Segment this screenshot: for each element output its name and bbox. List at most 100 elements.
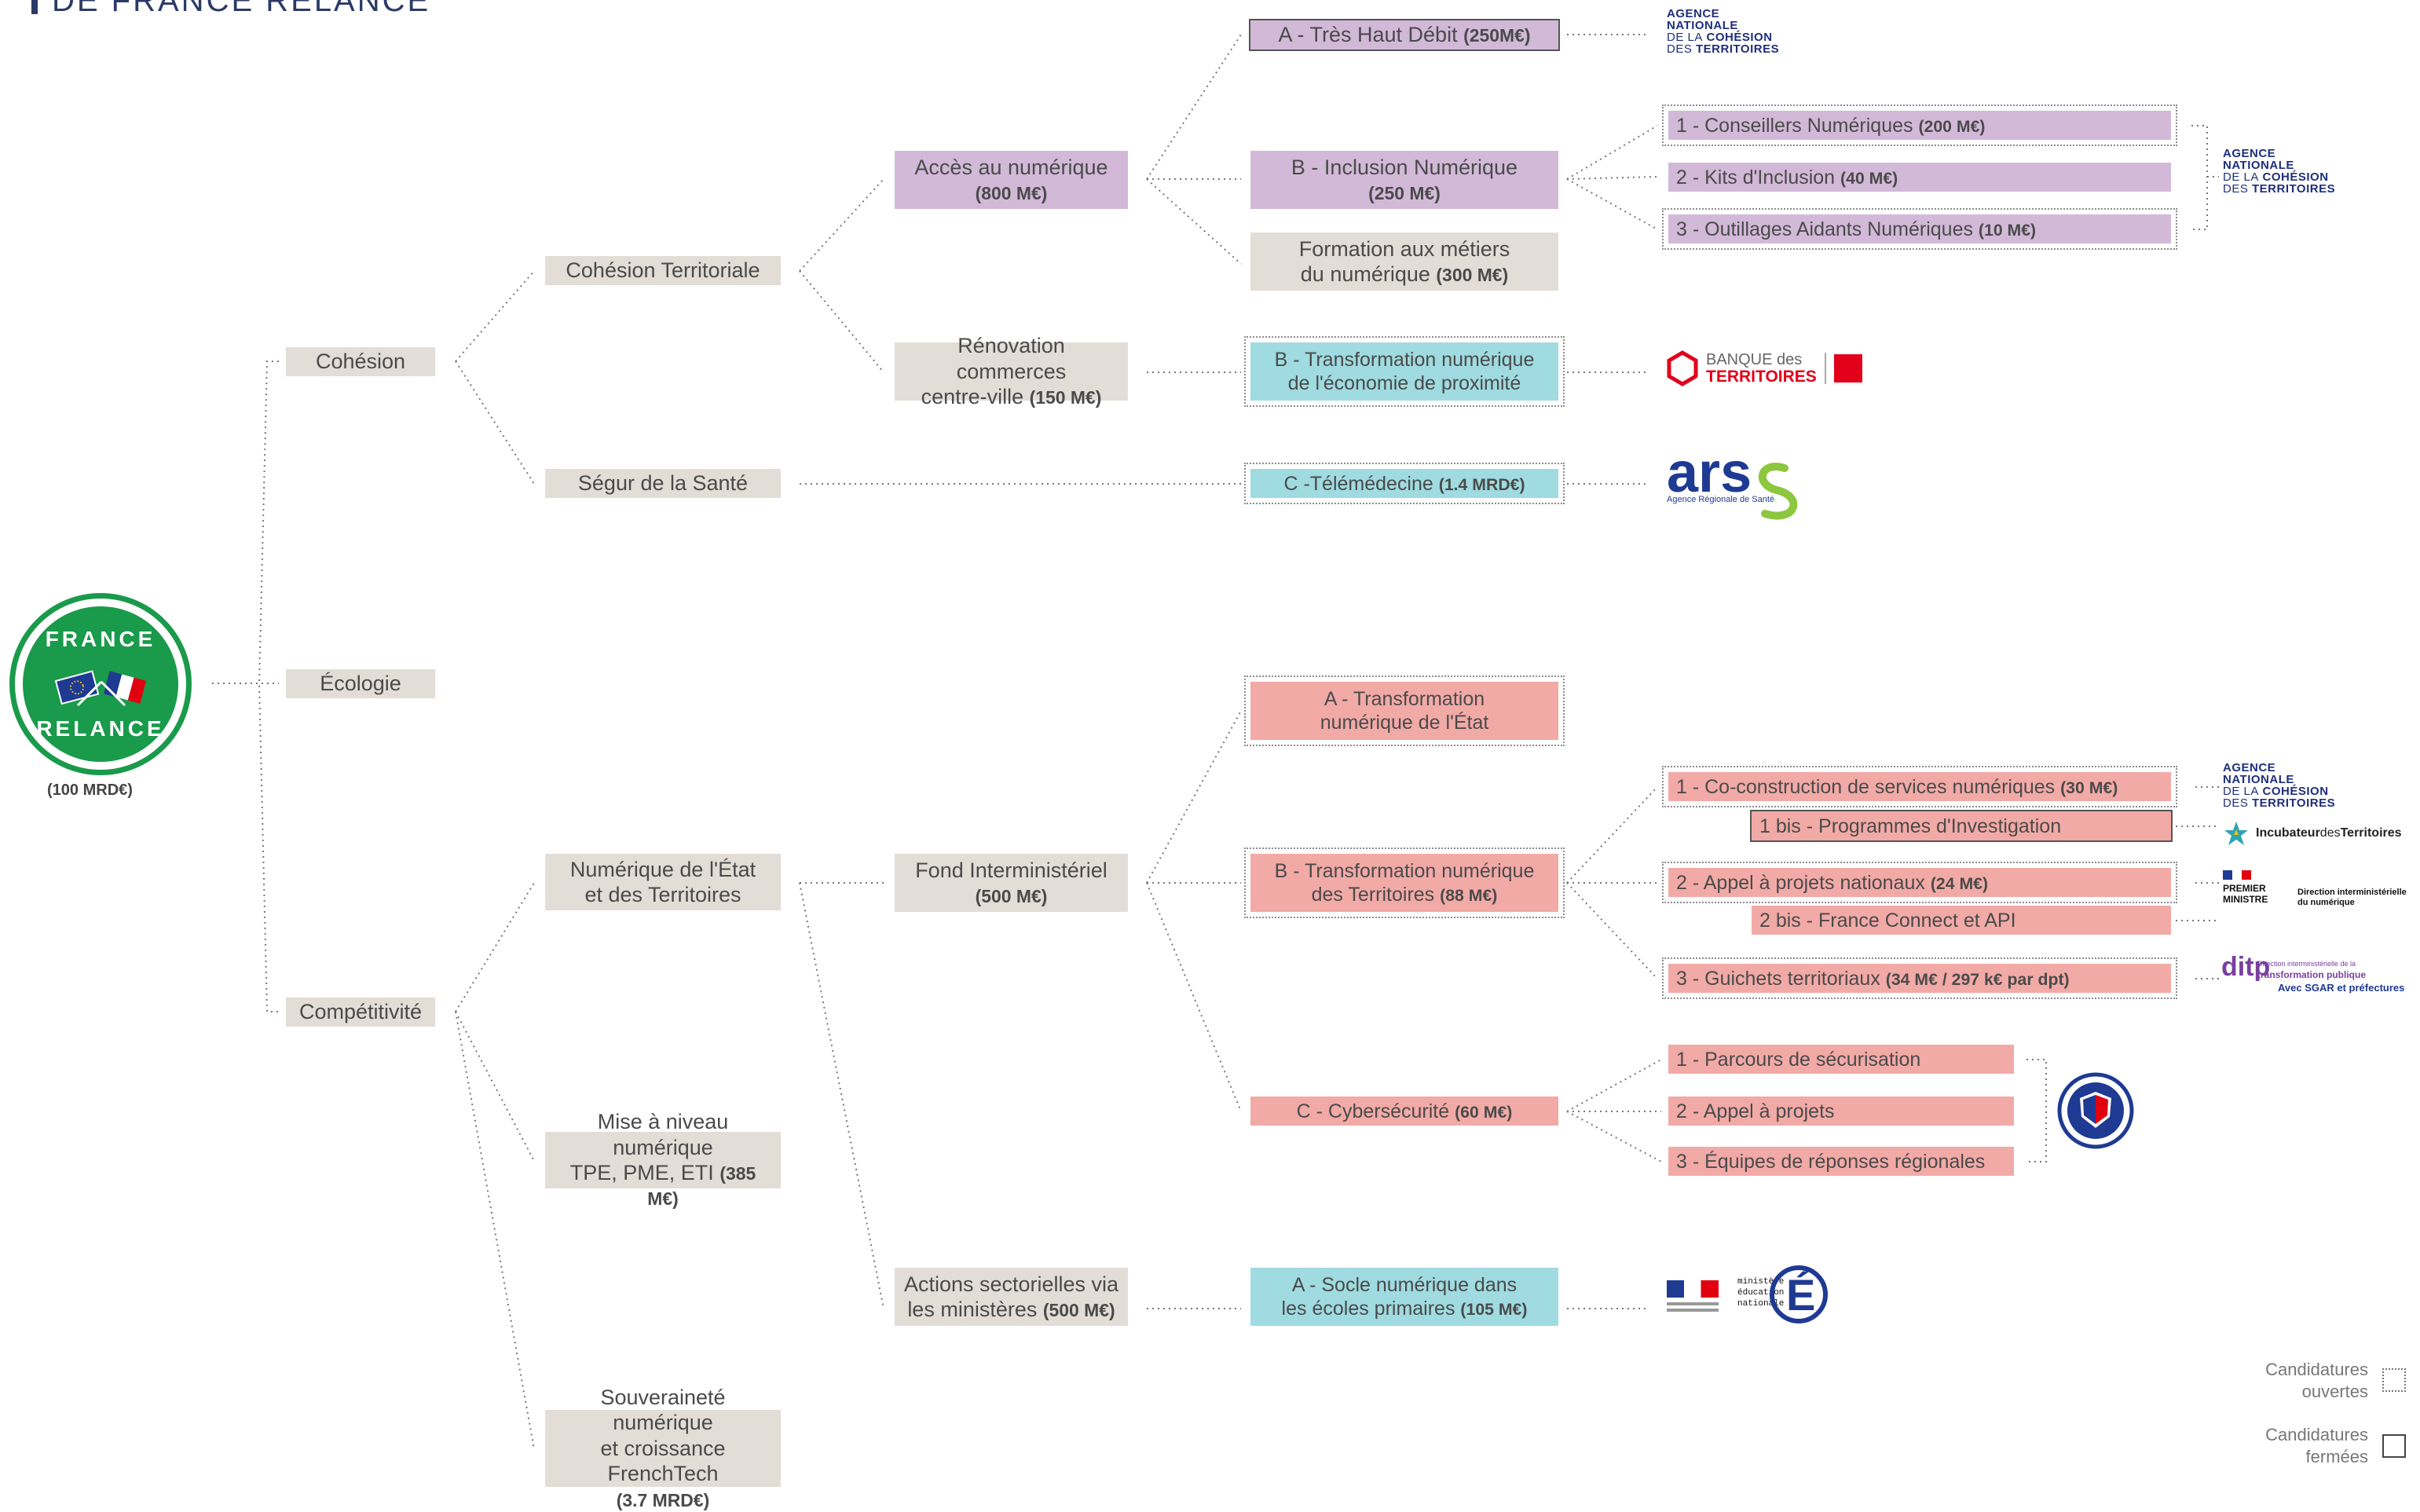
node-label: 1 - Conseillers Numériques (200 M€): [1676, 114, 1986, 137]
logo-word: DE LA: [2223, 785, 2259, 798]
logo-line: NATIONALE: [2223, 159, 2294, 172]
ditp-logo: ditp Direction interministérielle de la …: [2221, 952, 2414, 999]
label-line: Rénovation commerces: [956, 334, 1067, 383]
node-label: Ségur de la Santé: [577, 471, 749, 496]
star-icon: [2224, 822, 2248, 845]
node-cohesion-territoriale[interactable]: Cohésion Territoriale: [545, 256, 781, 285]
logo-line: AGENCE: [1667, 7, 1720, 20]
node-appel-projets-nationaux[interactable]: 2 - Appel à projets nationaux (24 M€): [1662, 862, 2177, 903]
logo-word: COHÉSION: [2262, 170, 2329, 184]
label-line: du numérique: [1300, 262, 1430, 286]
logo-line: NATIONALE: [1667, 19, 1738, 32]
node-label: Accès au numérique (800 M€): [914, 155, 1107, 206]
node-parcours-securisation[interactable]: 1 - Parcours de sécurisation: [1668, 1045, 2014, 1074]
legend-line: fermées: [2305, 1446, 2368, 1466]
label-line: A - Transformation: [1323, 688, 1485, 710]
svg-text:É: É: [1786, 1270, 1815, 1320]
node-france-connect[interactable]: 2 bis - France Connect et API: [1752, 906, 2171, 935]
marianne-block-icon: [1667, 1280, 1719, 1298]
logo-line: DE LA COHÉSION: [2223, 171, 2335, 183]
label-line: B - Inclusion Numérique: [1291, 155, 1518, 179]
node-coconstruction[interactable]: 1 - Co-construction de services numériqu…: [1662, 766, 2177, 807]
node-competitivite[interactable]: Compétitivité: [286, 998, 435, 1027]
page-title: DE FRANCE RELANCE: [31, 0, 430, 16]
node-equipes-reponses[interactable]: 3 - Équipes de réponses régionales: [1668, 1147, 2014, 1176]
node-acces-numerique[interactable]: Accès au numérique (800 M€): [895, 151, 1128, 209]
label-line: Accès au numérique: [914, 155, 1108, 179]
logo-line: Avec SGAR et préfectures: [2278, 982, 2405, 994]
e-accent-icon: É: [1770, 1265, 1828, 1323]
logo-word: DES: [2223, 182, 2249, 196]
node-telemedecine[interactable]: C -Télémédecine (1.4 MRD€): [1244, 463, 1565, 504]
node-label: 1 - Co-construction de services numériqu…: [1676, 775, 2118, 799]
label-line: B - Transformation numérique: [1274, 349, 1535, 371]
amount-label: (3.7 MRD€): [616, 1489, 710, 1510]
node-kits-inclusion[interactable]: 2 - Kits d'Inclusion (40 M€): [1668, 163, 2171, 192]
node-conseillers-numeriques[interactable]: 1 - Conseillers Numériques (200 M€): [1662, 104, 2177, 146]
node-segur-sante[interactable]: Ségur de la Santé: [545, 469, 781, 498]
label-line: Souveraineté numérique: [600, 1386, 726, 1435]
legend-line: ouvertes: [2301, 1381, 2368, 1401]
node-label: 3 - Outillages Aidants Numériques (10 M€…: [1676, 218, 2036, 241]
node-guichets-territoriaux[interactable]: 3 - Guichets territoriaux (34 M€ / 297 k…: [1662, 957, 2177, 999]
label-line: et des Territoires: [584, 883, 741, 906]
amount-label: (250 M€): [1368, 183, 1441, 203]
node-outillages-aidants[interactable]: 3 - Outillages Aidants Numériques (10 M€…: [1662, 208, 2177, 250]
node-label: 2 - Appel à projets: [1676, 1100, 1835, 1122]
logo-line: AGENCE: [2223, 761, 2276, 774]
node-label: C - Cybersécurité (60 M€): [1297, 1100, 1513, 1123]
amount-label: (385 M€): [647, 1163, 756, 1210]
node-fond-interministeriel[interactable]: Fond Interministériel(500 M€): [895, 854, 1128, 912]
logo-line: du numérique: [2297, 898, 2355, 907]
node-appel-projets-cyber[interactable]: 2 - Appel à projets: [1668, 1096, 2014, 1126]
logo-line: AGENCE: [2223, 147, 2276, 160]
logo-word: DES: [1667, 42, 1693, 56]
amount-label: (500 M€): [1042, 1300, 1115, 1320]
node-cohesion[interactable]: Cohésion: [286, 347, 435, 376]
incubateur-territoires-logo: IncubateurdesTerritoires: [2223, 820, 2402, 847]
logo-word: TERRITOIRES: [1696, 42, 1780, 56]
amount-label: (150 M€): [1029, 387, 1102, 408]
anct-logo: AGENCE NATIONALE DE LA COHÉSION DES TERR…: [2223, 762, 2335, 809]
node-label: 1 bis - Programmes d'Investigation: [1759, 815, 2062, 837]
label-line: A - Très Haut Débit: [1278, 23, 1458, 47]
node-label: 2 bis - France Connect et API: [1759, 909, 2016, 932]
amount-label: (1.4 MRD€): [1438, 474, 1525, 494]
node-cybersecurite[interactable]: C - Cybersécurité (60 M€): [1250, 1096, 1558, 1126]
node-ecologie[interactable]: Écologie: [286, 669, 435, 698]
label-line: 1 - Co-construction de services numériqu…: [1676, 775, 2056, 798]
logo-word: TERRITOIRES: [2252, 182, 2336, 196]
label-line: C -Télémédecine: [1283, 472, 1433, 495]
node-label: C -Télémédecine (1.4 MRD€): [1283, 472, 1525, 496]
label-line: 3 - Outillages Aidants Numériques: [1676, 218, 1973, 240]
node-label: Compétitivité: [298, 1000, 423, 1024]
banque-territoires-logo: BANQUE des TERRITOIRES: [1667, 350, 1862, 386]
node-tres-haut-debit[interactable]: A - Très Haut Débit (250M€): [1249, 19, 1560, 51]
logo-line: DES TERRITOIRES: [2223, 183, 2335, 195]
amount-label: (800 M€): [975, 183, 1048, 203]
node-label: 1 - Parcours de sécurisation: [1676, 1048, 1921, 1071]
amount-label: (88 M€): [1440, 886, 1498, 905]
label-line: 1 - Conseillers Numériques: [1676, 114, 1913, 137]
node-inclusion-numerique[interactable]: B - Inclusion Numérique (250 M€): [1250, 151, 1558, 209]
amount-label: (10 M€): [1978, 220, 2037, 240]
node-programmes-investigation[interactable]: 1 bis - Programmes d'Investigation: [1750, 810, 2173, 842]
republique-text-icon: [1667, 1309, 1719, 1312]
label-line: Actions sectorielles via: [903, 1272, 1119, 1296]
anssi-logo: [2056, 1071, 2135, 1154]
